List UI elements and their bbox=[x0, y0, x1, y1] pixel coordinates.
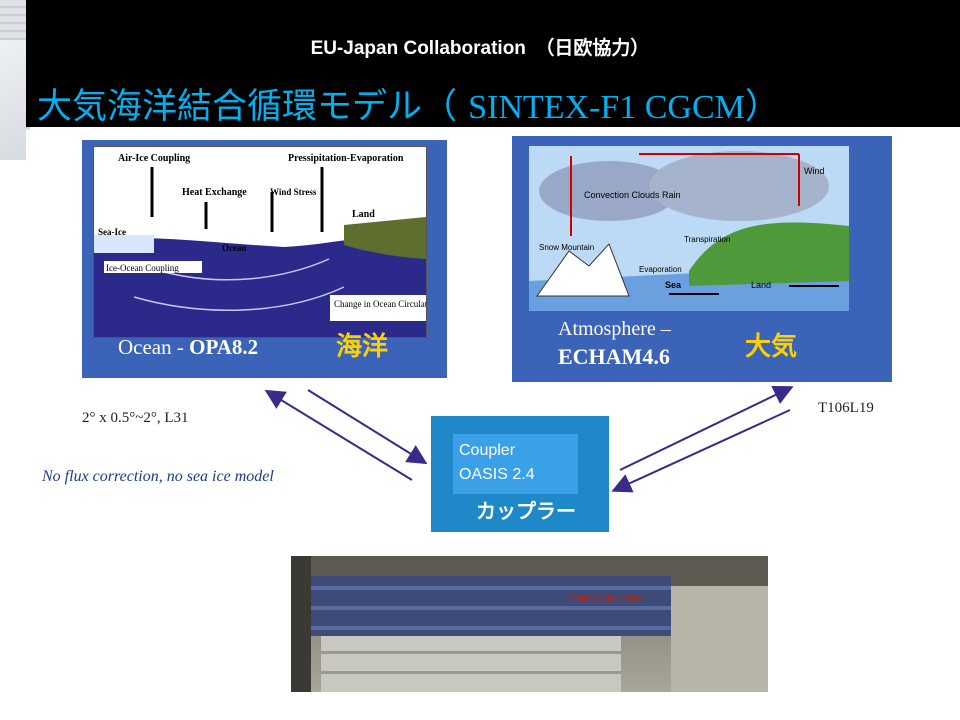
coupler-jp-label: カップラー bbox=[476, 499, 576, 523]
no-flux-note: No flux correction, no sea ice model bbox=[42, 468, 274, 485]
coupler-label-line2: OASIS 2.4 bbox=[459, 466, 535, 483]
arrow-ocean-to-coupler bbox=[307, 389, 428, 465]
ocean-label-wind: Wind Stress bbox=[270, 187, 317, 197]
slide-decoration-shade bbox=[0, 40, 26, 160]
ocean-label-ice-ocean: Ice-Ocean Coupling bbox=[106, 263, 179, 273]
atmos-label-snow: Snow Mountain bbox=[539, 243, 594, 252]
earth-simulator-graphic bbox=[291, 556, 768, 692]
ocean-diagram: Air-Ice Coupling Heat Exchange Pressipit… bbox=[93, 146, 427, 338]
atmos-label-evaporation: Evaporation bbox=[639, 265, 682, 274]
ocean-label-heat: Heat Exchange bbox=[182, 187, 247, 198]
atmosphere-label-line1: Atmosphere – bbox=[558, 318, 671, 340]
atmosphere-model-name: ECHAM4.6 bbox=[558, 344, 670, 369]
atmosphere-jp-label: 大気 bbox=[745, 332, 798, 362]
ocean-label-air-ice: Air-Ice Coupling bbox=[118, 153, 190, 164]
ocean-label-ocean: Ocean bbox=[222, 243, 247, 253]
ocean-label-circulation: Change in Ocean Circulation bbox=[334, 299, 426, 309]
title-bar bbox=[26, 0, 960, 127]
ocean-label-prefix: Ocean - bbox=[118, 335, 190, 359]
ocean-resolution: 2° x 0.5°~2°, L31 bbox=[82, 410, 189, 426]
ocean-label-precip: Pressipitation-Evaporation bbox=[288, 153, 404, 164]
arrow-atmosphere-to-coupler bbox=[611, 409, 791, 493]
ocean-model-name: OPA8.2 bbox=[189, 335, 259, 359]
title-en: SINTEX-F1 CGCM bbox=[468, 89, 745, 126]
slide-title: 大気海洋結合循環モデル（ SINTEX-F1 CGCM） bbox=[37, 78, 780, 129]
atmos-label-convection: Convection Clouds Rain bbox=[584, 190, 681, 200]
arrow-coupler-to-ocean bbox=[264, 389, 413, 481]
ocean-label-sea-ice: Sea-Ice bbox=[98, 227, 126, 237]
title-close: ） bbox=[744, 87, 780, 127]
atmos-label-wind: Wind bbox=[804, 166, 825, 176]
atmos-label-sea: Sea bbox=[665, 280, 682, 290]
atmos-label-transpiration: Transpiration bbox=[684, 235, 730, 244]
ocean-label-land: Land bbox=[352, 209, 375, 220]
coupler-label-line1: Coupler bbox=[459, 442, 516, 459]
atmosphere-diagram-graphic: Convection Clouds Rain Wind Snow Mountai… bbox=[529, 146, 849, 311]
coupler-label-box bbox=[453, 434, 578, 494]
ocean-jp-label: 海洋 bbox=[336, 332, 389, 362]
atmosphere-resolution: T106L19 bbox=[818, 400, 874, 416]
ocean-diagram-graphic: Air-Ice Coupling Heat Exchange Pressipit… bbox=[94, 147, 426, 337]
earth-simulator-label: Earth Simulator bbox=[568, 593, 644, 605]
title-jp: 大気海洋結合循環モデル（ bbox=[37, 87, 469, 127]
atmos-label-land: Land bbox=[751, 280, 771, 290]
earth-simulator-photo bbox=[291, 556, 768, 692]
ocean-model-label: Ocean - OPA8.2 bbox=[118, 335, 258, 360]
atmosphere-diagram: Convection Clouds Rain Wind Snow Mountai… bbox=[529, 146, 849, 311]
slide-subtitle: EU-Japan Collaboration （日欧協力） bbox=[310, 38, 650, 59]
arrow-coupler-to-atmosphere bbox=[619, 385, 794, 471]
